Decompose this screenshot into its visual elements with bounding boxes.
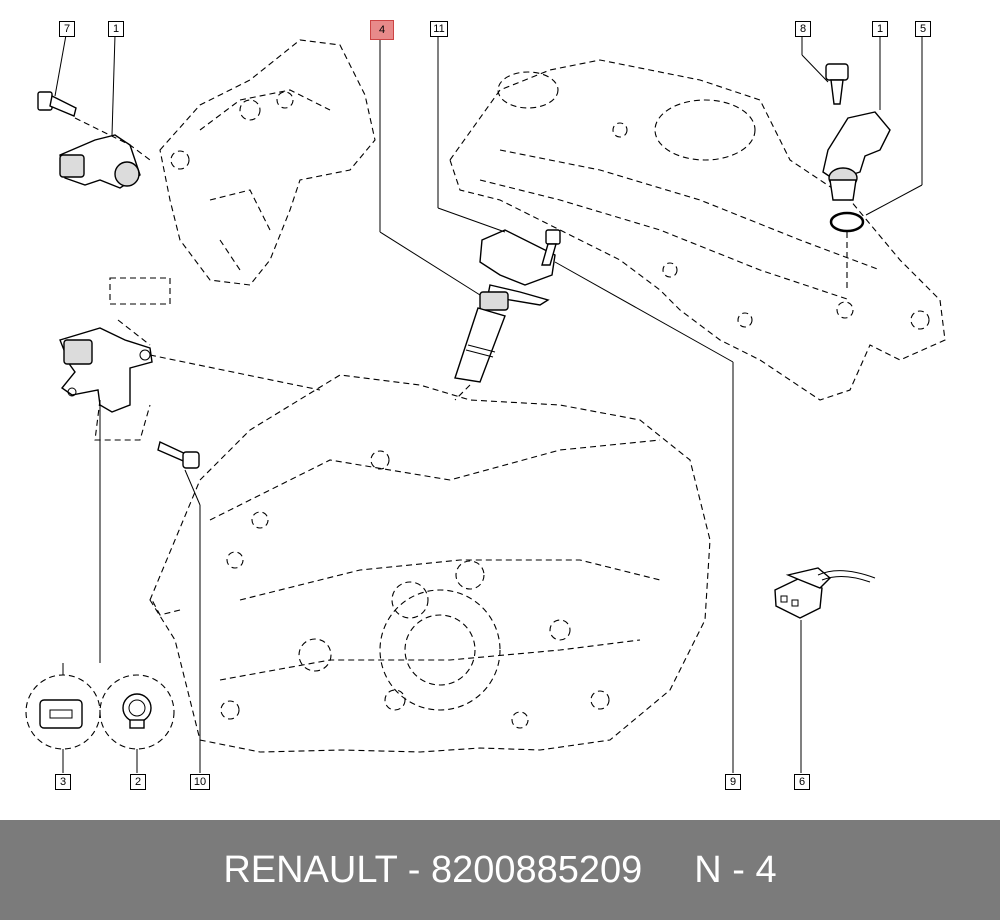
footer-bar: RENAULT - 8200885209 N - 4 [0,820,1000,920]
callout-7: 7 [59,21,75,37]
engine-bracket-outline [159,39,376,286]
callout-8: 8 [795,21,811,37]
bolt-7 [37,34,77,117]
callout-2: 2 [130,774,146,790]
bolt-8 [801,35,849,105]
callout-1-left: 1 [108,21,124,37]
callout-9: 9 [725,774,741,790]
bolt-sensor-4 [541,229,561,266]
callout-4-highlighted: 4 [370,20,394,40]
detail-circle-3 [25,674,101,773]
footer-part-number: RENAULT - 8200885209 [223,848,643,891]
connector-6 [774,567,876,773]
callout-6: 6 [794,774,810,790]
cylinder-head-outline [449,59,946,401]
parts-diagram: 7 1 4 11 8 1 5 3 2 10 9 6 [25,20,946,790]
callout-5: 5 [915,21,931,37]
callout-10: 10 [190,774,210,790]
diagram-drawing [25,34,946,773]
o-ring-5 [829,35,923,233]
callout-3: 3 [55,774,71,790]
sensor-4-main [379,35,556,401]
sensor-3-assembly [59,319,321,675]
sensor-1-right [822,35,891,201]
callout-1-right: 1 [872,21,888,37]
sensor-1-left [59,34,151,189]
gearbox-housing-outline [149,374,711,753]
footer-reference: N - 4 [694,848,777,891]
callout-11: 11 [430,21,448,37]
detail-circle-2 [99,674,175,773]
bolt-10 [157,441,201,773]
